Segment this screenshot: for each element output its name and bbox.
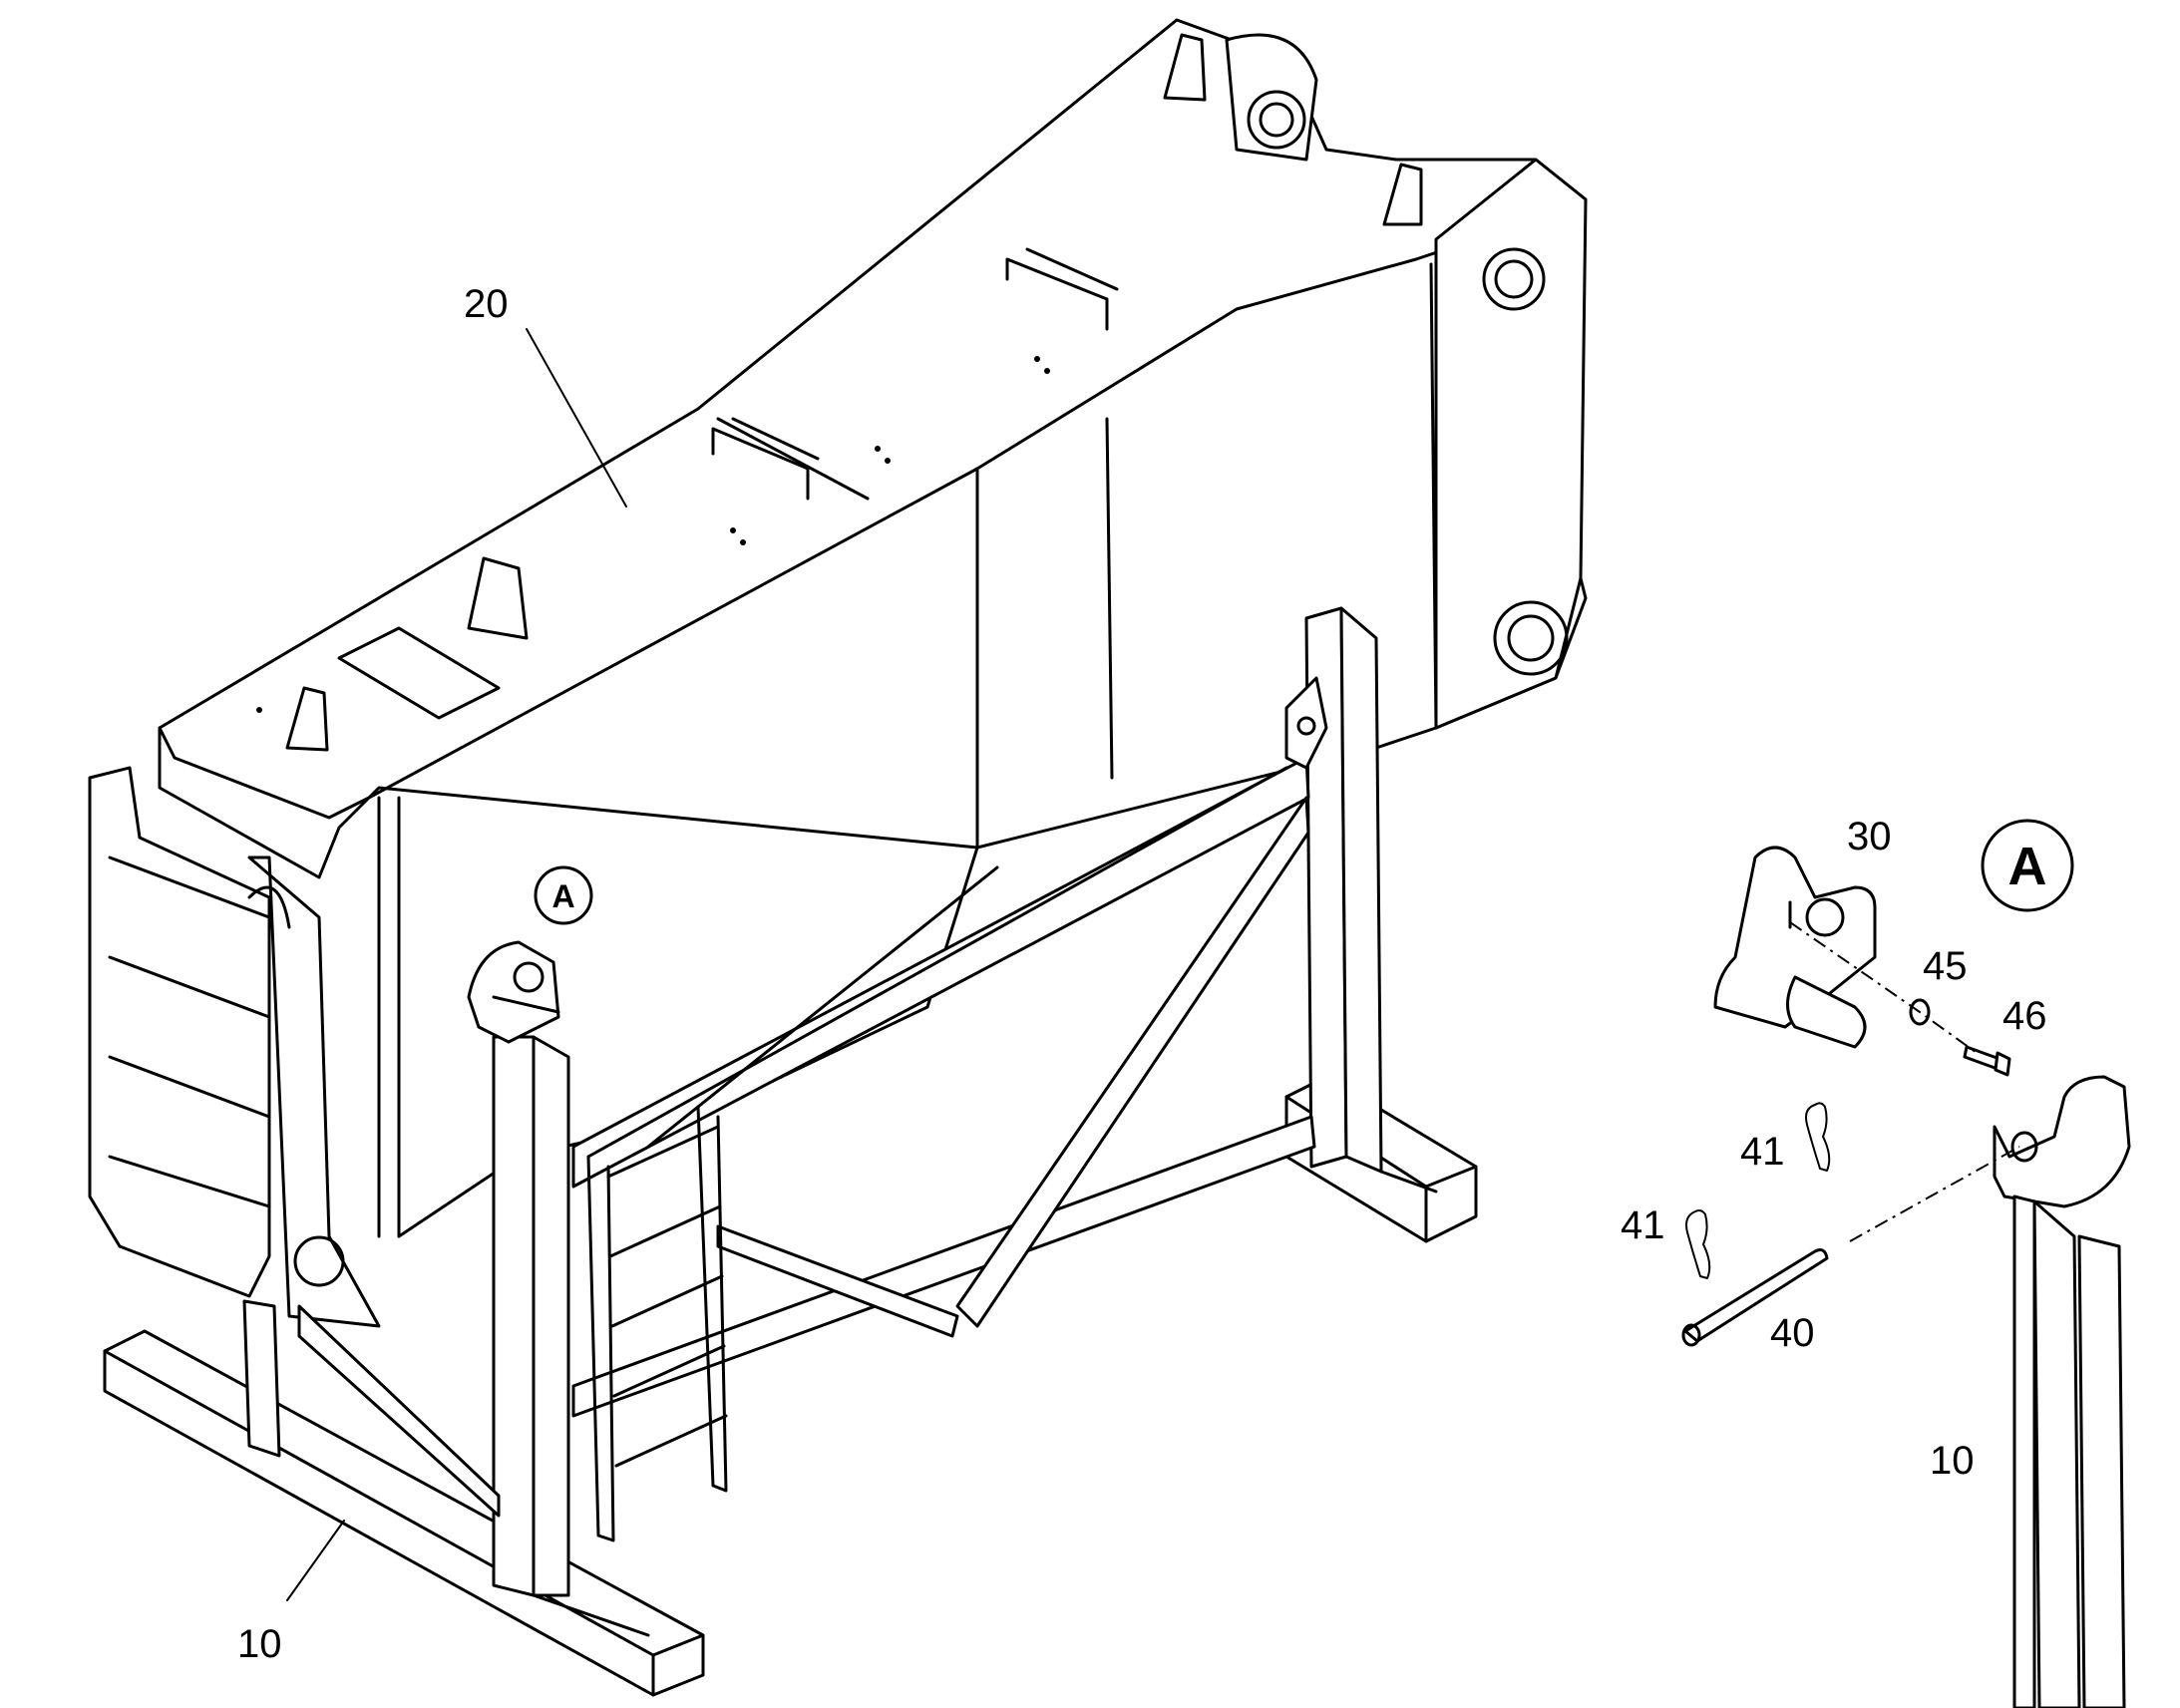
pin-part-40 <box>1681 1248 1829 1347</box>
callout-10-main: 10 <box>237 1622 282 1666</box>
callout-41-lower: 41 <box>1621 1203 1665 1247</box>
svg-text:A: A <box>2008 837 2047 896</box>
detail-view-a <box>1681 846 2131 1708</box>
bolt-part-46 <box>1963 1045 2011 1077</box>
callout-45: 45 <box>1923 944 1968 988</box>
callout-20: 20 <box>464 282 509 326</box>
boom-part-20 <box>88 18 1588 1328</box>
bracket-part-30 <box>1713 846 1877 1049</box>
detail-marker-a-in-view: A <box>534 865 593 925</box>
leader-lines <box>286 328 627 1601</box>
callout-41-upper: 41 <box>1740 1130 1785 1174</box>
detail-marker-a-detail: A <box>1981 819 2074 912</box>
callout-40: 40 <box>1770 1311 1815 1355</box>
stand-part-10 <box>103 606 1478 1697</box>
cotter-pin-part-41-upper <box>1805 1102 1831 1172</box>
callout-10-detail: 10 <box>1930 1439 1975 1483</box>
svg-text:A: A <box>551 878 574 914</box>
callout-30: 30 <box>1847 815 1892 858</box>
callout-46: 46 <box>2002 994 2047 1038</box>
cotter-pin-part-41-lower <box>1685 1209 1711 1279</box>
stand-upright-detail <box>1993 1075 2131 1708</box>
